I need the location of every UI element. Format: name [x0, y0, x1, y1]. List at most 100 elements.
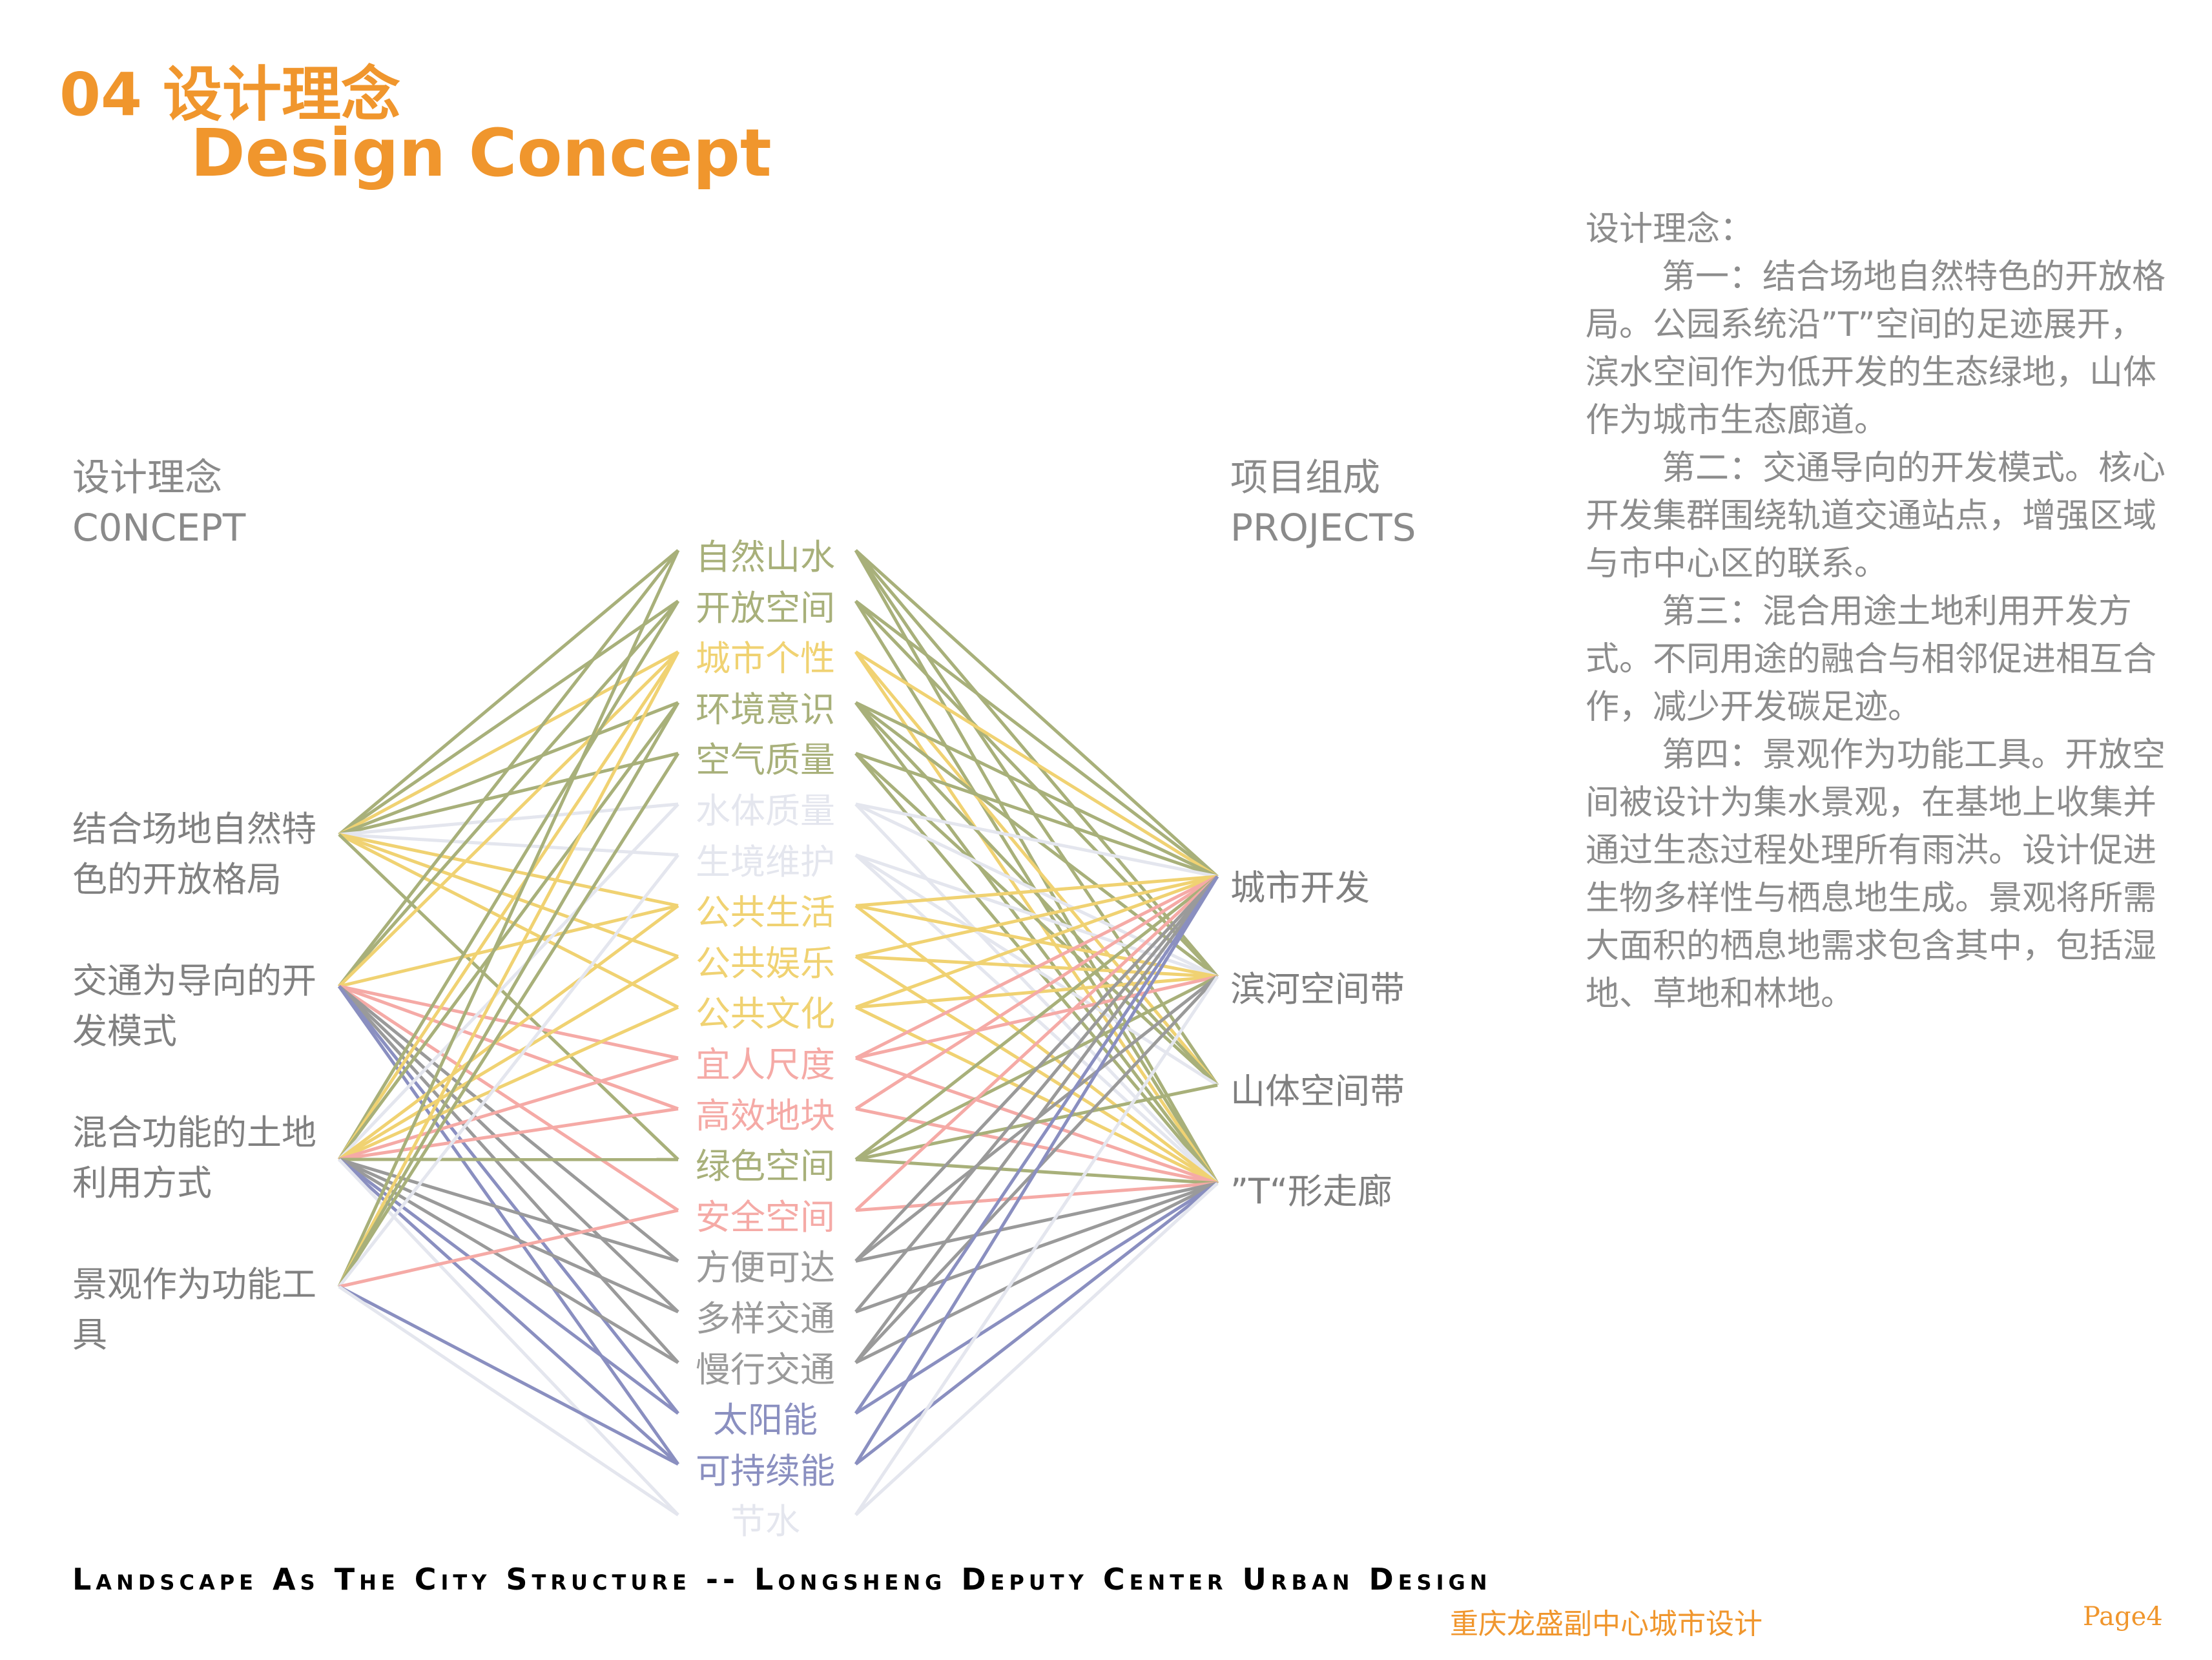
- node-item: 开放空间: [696, 587, 835, 628]
- concept-link-line: [338, 1107, 679, 1161]
- project-link-line: [854, 853, 1219, 1087]
- concept-link-line: [338, 599, 679, 836]
- page-number: Page4: [2083, 1602, 2163, 1632]
- project-link-line: [855, 875, 1218, 908]
- side-paragraph: 第三：混合用途土地利用开发方式。不同用途的融合与相邻促进相互合作，减少开发碳足迹…: [1586, 592, 2157, 727]
- side-paragraph: 设计理念：: [1586, 210, 1754, 249]
- project-link-line: [854, 1181, 1219, 1364]
- node-item: 公共生活: [696, 892, 835, 933]
- left-header: 设计理念 C0NCEPT: [72, 452, 245, 553]
- node-item: 慢行交通: [696, 1349, 835, 1390]
- concept-link-line: [338, 1157, 679, 1415]
- node-item: 自然山水: [696, 537, 835, 577]
- node-item: 方便可达: [696, 1247, 835, 1289]
- footer-chinese-title: 重庆龙盛副中心城市设计: [1450, 1608, 1762, 1641]
- concept-link-line: [338, 833, 679, 857]
- side-description: 设计理念： 第一：结合场地自然特色的开放格局。公园系统沿”T”空间的足迹展开，滨…: [1586, 205, 2167, 1018]
- concept-link-line: [338, 650, 679, 988]
- project-link-line: [854, 875, 1219, 1313]
- node-item: 可持续能: [696, 1450, 835, 1491]
- project-link-line: [854, 650, 1219, 878]
- concept-link-line: [338, 985, 679, 1364]
- concept-link-line: [338, 1157, 679, 1314]
- concept-item: 交通为导向的开发模式: [72, 960, 316, 1052]
- concept-item: 混合功能的土地利用方式: [72, 1112, 316, 1203]
- right-header: 项目组成 PROJECTS: [1230, 452, 1416, 553]
- project-item: 山体空间带: [1230, 1071, 1405, 1112]
- concept-link-line: [338, 1006, 679, 1161]
- project-link-line: [855, 875, 1218, 1009]
- project-link-line: [855, 752, 1218, 878]
- right-header-en: PROJECTS: [1230, 506, 1416, 550]
- project-item: ”T“形走廊: [1230, 1171, 1392, 1212]
- concept-link-line: [338, 549, 679, 836]
- node-item: 绿色空间: [696, 1146, 835, 1187]
- node-item: 水体质量: [696, 791, 835, 831]
- concept-link-line: [338, 1158, 679, 1517]
- project-link-line: [854, 549, 1219, 878]
- project-link-line: [854, 875, 1219, 1466]
- project-link-line: [854, 701, 1219, 878]
- footer-english-title: Landscape As The City Structure -- Longs…: [72, 1562, 1492, 1597]
- concept-link-line: [338, 1285, 679, 1517]
- project-link-line: [854, 875, 1219, 1212]
- concept-link-line: [338, 1157, 679, 1364]
- project-link-line: [854, 975, 1219, 1516]
- project-link-line: [854, 875, 1219, 1110]
- project-link-line: [855, 875, 1218, 959]
- left-header-cn: 设计理念: [72, 455, 223, 499]
- node-item: 高效地块: [696, 1095, 835, 1136]
- project-link-line: [854, 701, 1219, 1086]
- project-item: 城市开发: [1230, 867, 1370, 908]
- concept-link-line: [338, 904, 679, 1161]
- concept-link-line: [338, 833, 679, 959]
- concept-link-line: [338, 955, 679, 1161]
- project-item: 滨河空间带: [1230, 969, 1405, 1010]
- project-link-line: [854, 1181, 1219, 1415]
- project-link-line: [854, 599, 1219, 878]
- side-paragraph: 第二：交通导向的开发模式。核心开发集群围绕轨道交通站点，增强区域与市中心区的联系…: [1586, 449, 2166, 583]
- project-link-line: [854, 875, 1219, 1415]
- concept-item: 结合场地自然特色的开放格局: [72, 809, 316, 900]
- concept-link-line: [338, 854, 679, 1288]
- concept-link-line: [337, 549, 680, 1288]
- concept-link-line: [338, 803, 679, 1161]
- node-item: 空气质量: [696, 740, 835, 781]
- project-link-line: [854, 650, 1219, 1086]
- concept-item: 景观作为功能工具: [72, 1264, 316, 1355]
- concept-link-line: [338, 650, 679, 836]
- right-header-cn: 项目组成: [1230, 455, 1381, 499]
- node-item: 多样交通: [696, 1298, 835, 1339]
- concept-link-line: [338, 985, 679, 1415]
- concept-link-line: [338, 985, 679, 1313]
- concept-link-line: [337, 701, 680, 1161]
- concept-link-line: [337, 600, 680, 1161]
- concept-link-line: [337, 752, 680, 1288]
- project-link-line: [854, 549, 1219, 1086]
- node-item: 生境维护: [696, 841, 835, 882]
- node-item: 环境意识: [696, 689, 835, 730]
- project-link-line: [854, 875, 1219, 1161]
- node-item: 太阳能: [713, 1400, 818, 1441]
- node-item: 节水: [730, 1501, 800, 1542]
- project-link-line: [854, 875, 1219, 1060]
- side-paragraph: 第一：结合场地自然特色的开放格局。公园系统沿”T”空间的足迹展开，滨水空间作为低…: [1586, 258, 2166, 440]
- concept-link-line: [338, 833, 679, 908]
- concept-link-line: [338, 549, 679, 988]
- page-title-cn: 04 设计理念: [59, 60, 401, 129]
- project-link-line: [855, 1181, 1218, 1263]
- project-link-line: [854, 875, 1219, 1364]
- concept-link-line: [338, 984, 679, 1212]
- project-link-line: [855, 1181, 1218, 1212]
- concept-link-line: [338, 1285, 679, 1466]
- page-title-en: Design Concept: [191, 115, 772, 192]
- concept-link-line: [337, 701, 680, 1288]
- project-link-line: [854, 752, 1219, 1086]
- project-link-line: [854, 875, 1219, 1263]
- concept-link-line: [337, 650, 680, 1161]
- concept-link-line: [337, 651, 680, 1288]
- node-item: 公共娱乐: [696, 942, 835, 984]
- project-link-line: [855, 802, 1218, 878]
- concept-link-line: [338, 1157, 679, 1263]
